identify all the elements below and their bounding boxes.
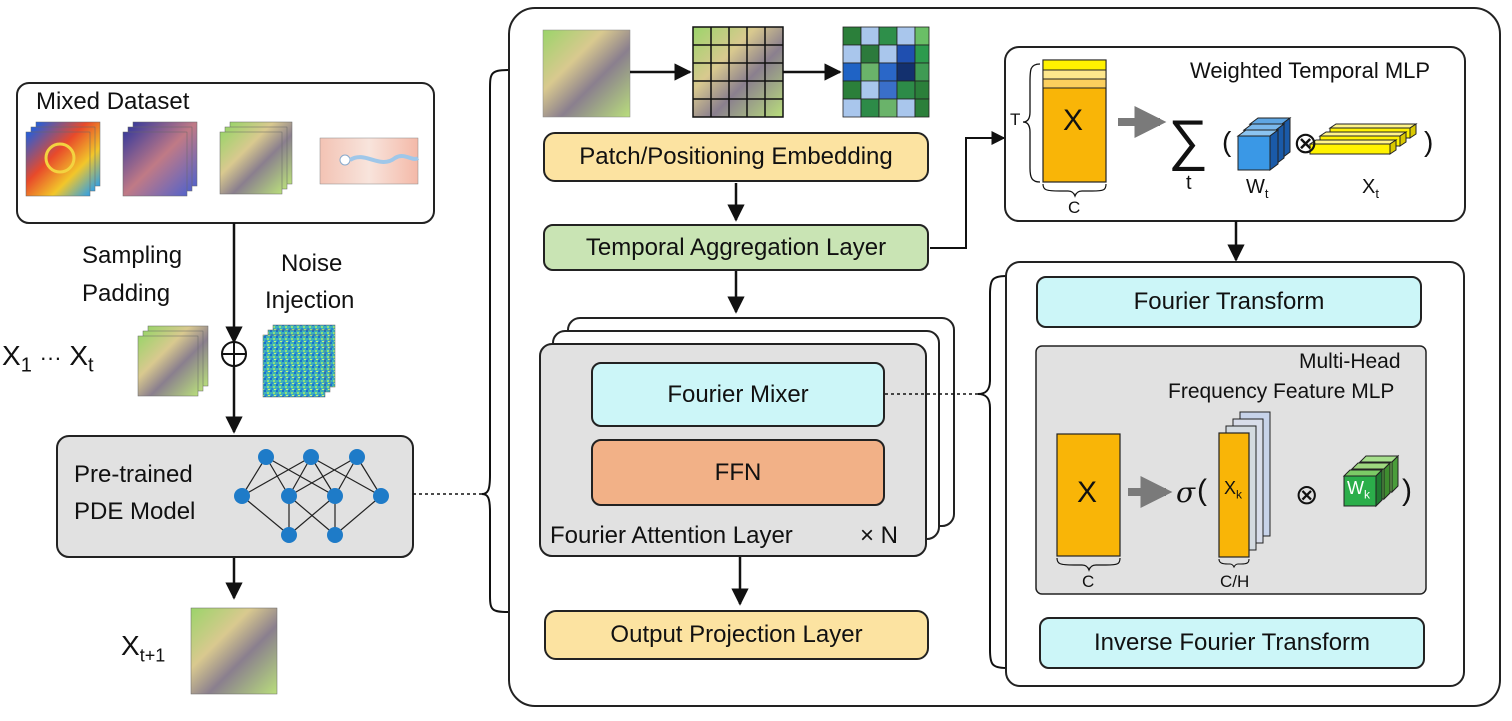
freq-paren-open: ( <box>1197 474 1207 507</box>
wtm-t-label: T <box>1010 110 1021 129</box>
embedding-grid <box>842 26 930 118</box>
ffn-box: FFN <box>591 439 885 506</box>
xk-slabs <box>1218 411 1271 558</box>
input-field-thumbnail <box>137 325 209 397</box>
sigma-icon: σ <box>1176 476 1196 509</box>
freq-x-block <box>1056 433 1121 557</box>
freq-x-label: X <box>1077 476 1098 509</box>
wtm-paren-open: ( <box>1222 126 1232 157</box>
output-symbol: Xt+1 <box>121 630 166 666</box>
sum-subscript: t <box>1186 172 1192 194</box>
injection-label: Injection <box>265 287 355 314</box>
noise-thumbnail <box>262 324 336 398</box>
sum-icon: ∑ <box>1168 108 1208 171</box>
freq-otimes-icon: ⊗ <box>1295 479 1319 510</box>
expansion-brace <box>481 69 509 613</box>
diffusion-field-thumbnail <box>219 121 293 195</box>
fourier-mixer-brace <box>977 275 1007 669</box>
padding-label: Padding <box>82 280 171 307</box>
wt-label: Wt <box>1246 176 1269 201</box>
input-image-thumbnail <box>542 29 631 118</box>
neural-network-icon <box>234 449 389 543</box>
wtm-otimes-icon: ⊗ <box>1293 127 1319 160</box>
patched-image-grid <box>692 26 784 118</box>
wtm-title: Weighted Temporal MLP <box>1190 58 1431 83</box>
output-projection-box: Output Projection Layer <box>544 610 929 660</box>
mh-title-line1: Multi-Head <box>1299 350 1401 373</box>
xt-bars <box>1308 123 1418 155</box>
patch-embedding-box: Patch/Positioning Embedding <box>543 132 929 182</box>
freq-c-label: C <box>1082 572 1095 591</box>
attention-layer-label: Fourier Attention Layer <box>550 522 793 549</box>
sampling-label: Sampling <box>82 242 183 269</box>
inverse-fourier-transform-box: Inverse Fourier Transform <box>1039 617 1425 669</box>
cylinder-flow-thumbnail <box>319 137 420 185</box>
fourier-transform-box: Fourier Transform <box>1036 276 1422 328</box>
pretrained-label-line2: PDE Model <box>74 498 196 525</box>
wtm-x-label: X <box>1063 104 1084 137</box>
pretrained-label-line1: Pre-trained <box>74 461 193 488</box>
mh-title-line2: Frequency Feature MLP <box>1168 380 1395 403</box>
xk-label: Xk <box>1224 478 1243 502</box>
wtm-c-label: C <box>1068 198 1081 217</box>
ch-label: C/H <box>1220 572 1250 591</box>
vortex-field-thumbnail <box>25 121 101 197</box>
xt-label: Xt <box>1362 176 1379 201</box>
wk-label: Wk <box>1347 478 1370 502</box>
fourier-mixer-box: Fourier Mixer <box>591 362 885 427</box>
freq-paren-close: ) <box>1402 474 1412 507</box>
output-field-thumbnail <box>190 607 278 695</box>
weight-wt-cubes <box>1236 117 1292 171</box>
mixed-dataset-title: Mixed Dataset <box>36 88 190 115</box>
temporal-aggregation-box: Temporal Aggregation Layer <box>543 224 929 271</box>
wtm-paren-close: ) <box>1424 126 1434 157</box>
times-n-label: × N <box>860 522 899 549</box>
noise-label: Noise <box>281 250 343 277</box>
input-sequence-symbol: X1 ··· Xt <box>2 340 94 377</box>
weight-wk-cubes <box>1342 454 1400 508</box>
turbulence-field-thumbnail <box>122 121 198 197</box>
